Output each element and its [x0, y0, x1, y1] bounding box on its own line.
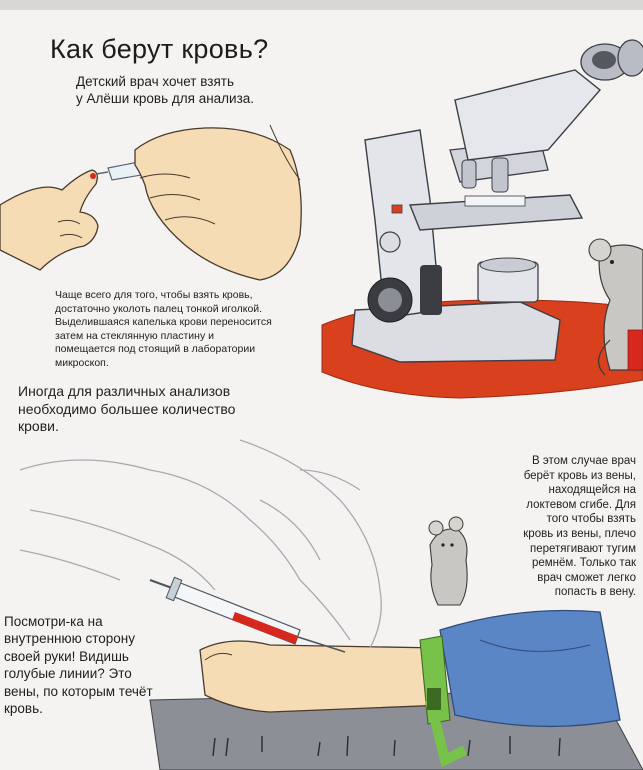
page-edge [0, 0, 643, 10]
analysis-paragraph: Иногда для различных анализов необходимо… [18, 383, 298, 436]
text-line: попасть в вену. [554, 586, 636, 599]
microscope-illustration [321, 39, 643, 399]
text-line: достаточно уколоть палец тонкой иголкой. [55, 302, 263, 315]
text-line: ремнём. Только так [531, 557, 636, 570]
text-line: Чаще всего для того, чтобы взять кровь, [55, 289, 253, 301]
text-line: находящейся на [548, 484, 636, 497]
text-line: своей руки! Видишь [4, 648, 129, 664]
text-line: того чтобы взять [546, 513, 636, 526]
subtitle-line: Детский врач хочет взять [76, 74, 234, 89]
text-line: затем на стеклянную пластину и [55, 329, 214, 342]
text-line: перетягивают тугим [529, 542, 636, 555]
page-title: Как берут кровь? [50, 34, 269, 64]
text-line: крови. [18, 418, 59, 434]
finger-prick-paragraph: Чаще всего для того, чтобы взять кровь, … [55, 289, 335, 370]
text-line: кровь. [4, 701, 43, 717]
page-subtitle: Детский врач хочет взять у Алёши кровь д… [76, 73, 254, 107]
syringe-illustration [149, 576, 346, 653]
arm-paragraph: Посмотри-ка на внутреннюю сторону своей … [4, 613, 194, 717]
blood-draw-illustration [19, 439, 643, 770]
text-line: Посмотри-ка на [4, 614, 103, 629]
vein-paragraph: В этом случае врач берёт кровь из вены, … [452, 454, 636, 600]
text-line: внутреннюю сторону [4, 631, 135, 647]
finger-prick-illustration [0, 124, 302, 281]
text-line: локтевом сгибе. Для [526, 498, 636, 511]
text-line: помещается под стоящий в лаборатории [55, 343, 256, 355]
text-line: голубые линии? Это [4, 666, 132, 682]
text-line: кровь из вены, плечо [523, 527, 636, 540]
small-mouse-illustration [428, 516, 468, 606]
mouse-illustration [588, 238, 643, 376]
text-line: В этом случае врач [532, 455, 636, 467]
gloved-hand-illustration [19, 439, 382, 649]
text-line: Иногда для различных анализов [18, 383, 231, 399]
text-line: берёт кровь из вены, [523, 469, 636, 482]
text-line: врач сможет легко [537, 571, 636, 584]
text-line: Выделившаяся капелька крови переносится [55, 316, 272, 328]
text-line: вены, по которым течёт [4, 683, 153, 699]
text-line: необходимо большее количество [18, 400, 236, 417]
subtitle-line: у Алёши кровь для анализа. [76, 91, 255, 106]
text-line: микроскоп. [55, 356, 109, 369]
